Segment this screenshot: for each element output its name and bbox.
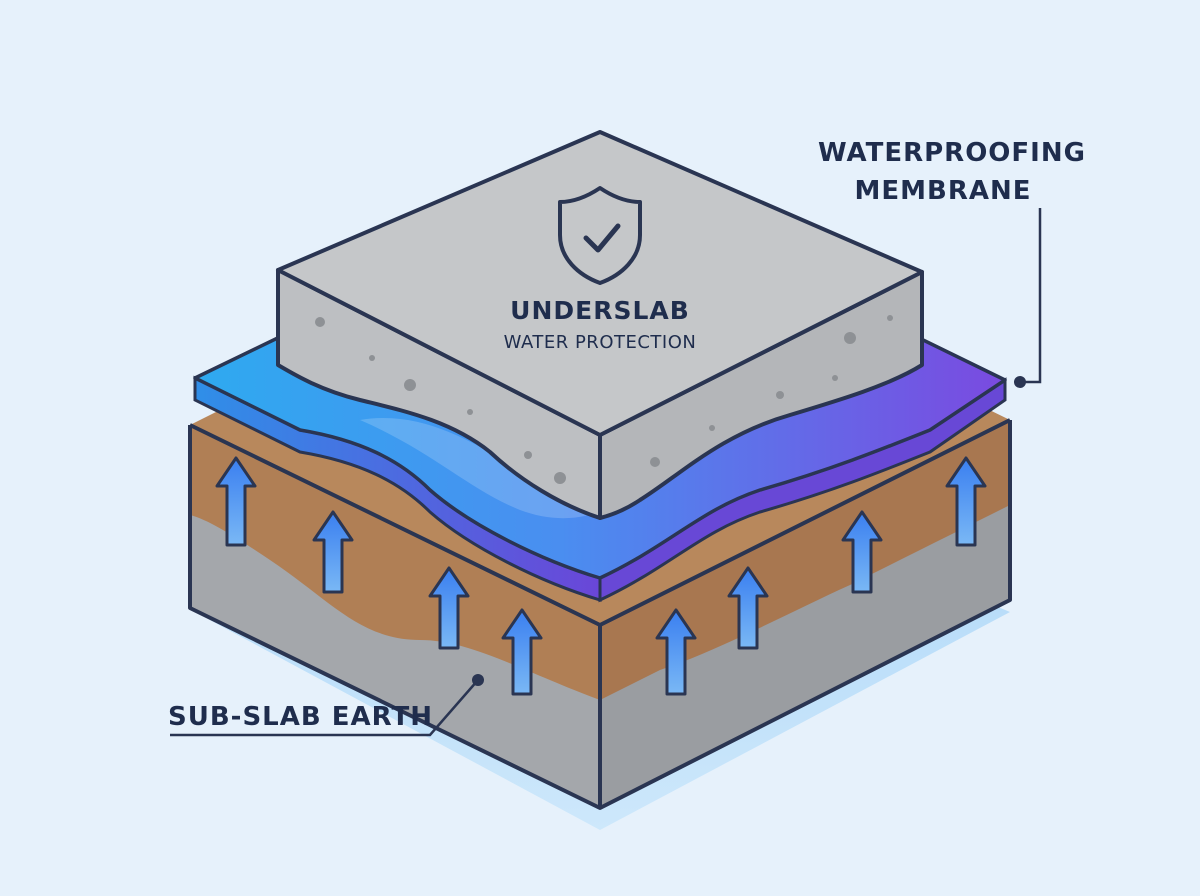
membrane-label: WATERPROOFING MEMBRANE — [818, 134, 1086, 210]
slab-left-face — [276, 268, 602, 520]
slab-title: UNDERSLAB — [510, 296, 690, 325]
arrow-up-icon — [428, 566, 470, 650]
soil-layer-left — [190, 425, 600, 700]
arrow-up-icon — [215, 456, 257, 547]
arrow-up-icon — [841, 510, 883, 594]
arrow-up-icon — [655, 608, 697, 696]
membrane-label-line2: MEMBRANE — [854, 176, 1032, 206]
concrete-specks — [315, 315, 893, 484]
arrow-up-icon — [727, 566, 769, 650]
membrane-leader — [1014, 208, 1042, 388]
arrow-up-icon — [312, 510, 354, 594]
slab-subtitle: WATER PROTECTION — [503, 332, 697, 353]
shield-check-icon — [558, 186, 642, 285]
membrane-label-line1: WATERPROOFING — [818, 138, 1086, 168]
slab-right-face — [598, 270, 924, 520]
arrow-up-icon — [501, 608, 543, 696]
soil-layer-right — [600, 420, 1010, 700]
earth-label: SUB-SLAB EARTH — [168, 702, 433, 732]
water-pressure-arrows — [215, 456, 987, 696]
earth-leader — [170, 674, 484, 737]
arrow-up-icon — [945, 456, 987, 547]
